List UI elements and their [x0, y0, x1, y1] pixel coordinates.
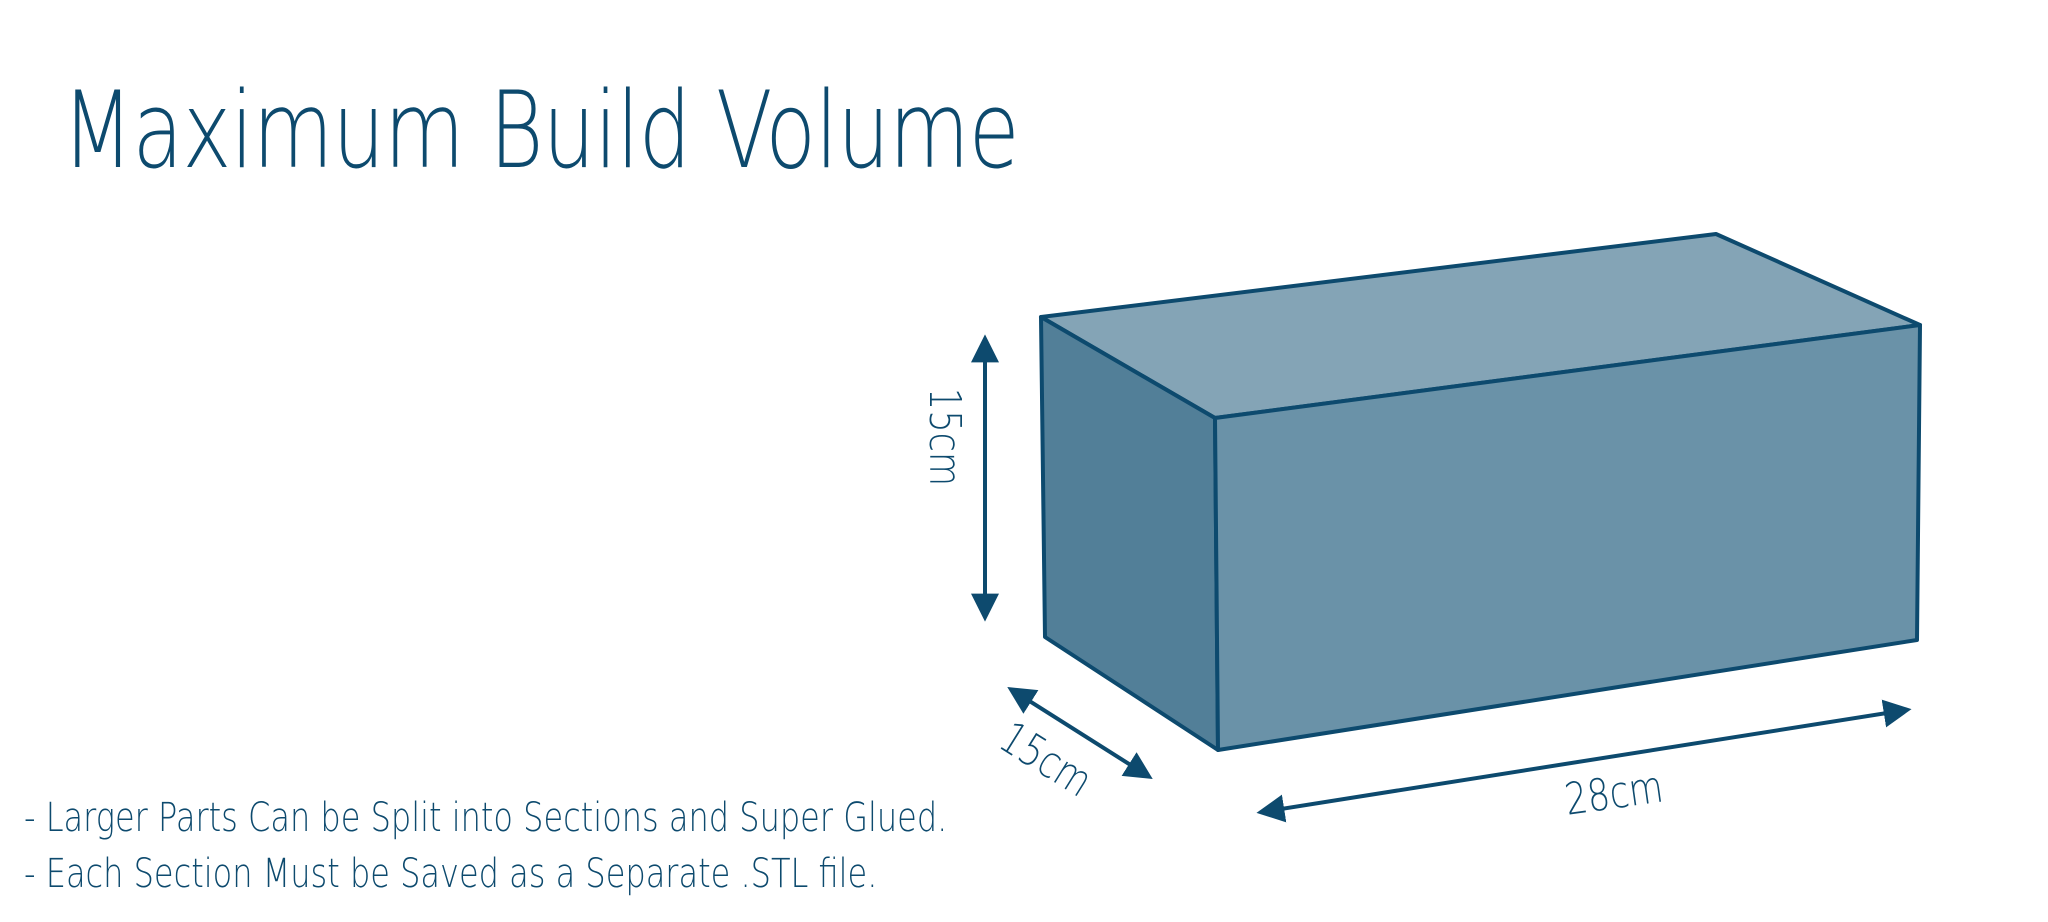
height-dimension: 15cm: [919, 334, 999, 622]
box-front-face: [1213, 323, 1922, 752]
height-label: 15cm: [919, 388, 970, 486]
page-title: Maximum Build Volume: [62, 69, 1020, 192]
width-label: 28cm: [1562, 762, 1667, 826]
note-item: - Each Section Must be Saved as a Separa…: [24, 851, 878, 897]
notes-list: - Larger Parts Can be Split into Section…: [24, 790, 1124, 902]
width-dimension: 28cm: [1256, 699, 1912, 826]
box-3d: [1039, 232, 1922, 752]
depth-arrow: [1007, 687, 1153, 779]
width-arrow: [1256, 699, 1912, 823]
note-item: - Larger Parts Can be Split into Section…: [24, 795, 948, 841]
